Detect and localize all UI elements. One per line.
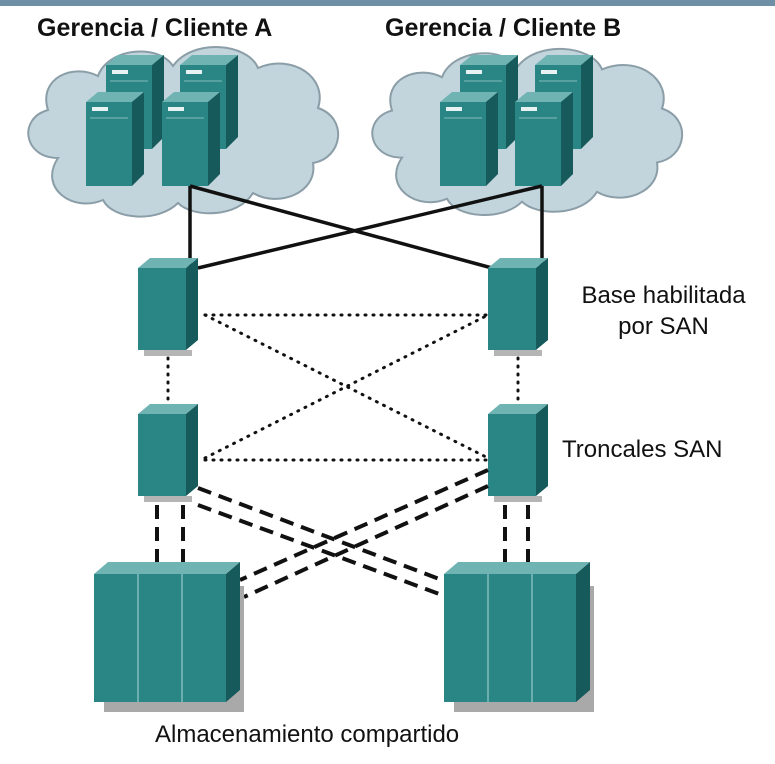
link-a-right [189, 184, 493, 270]
dotted-links [166, 313, 520, 462]
top-bar [0, 0, 775, 6]
server-icon [85, 91, 145, 187]
switch-trunk-right [488, 404, 548, 502]
dotted-cross-2 [203, 313, 490, 460]
base-label-line2: por SAN [618, 313, 709, 340]
storage-right [443, 561, 595, 713]
storage-left [93, 561, 245, 713]
cluster-b-title: Gerencia / Cliente B [385, 14, 622, 42]
link-b-left [197, 184, 543, 270]
server-cluster-a [85, 54, 239, 187]
dashed-cross-3 [239, 468, 489, 582]
solid-links [188, 184, 544, 270]
server-icon [439, 91, 499, 187]
server-cluster-b [439, 54, 594, 187]
switch-trunk-left [138, 404, 198, 502]
server-icon [514, 91, 574, 187]
base-label-line1: Base habilitada [581, 282, 746, 309]
storage-label: Almacenamiento compartido [155, 721, 460, 748]
server-icon [161, 91, 221, 187]
switch-base-left [138, 258, 198, 356]
switch-base-right [488, 258, 548, 356]
dashed-links [155, 468, 530, 599]
trunk-label: Troncales SAN [562, 436, 723, 463]
dashed-cross-4 [243, 484, 489, 599]
base-label: Base habilitada por SAN [556, 280, 771, 342]
cluster-a-title: Gerencia / Cliente A [37, 14, 273, 42]
